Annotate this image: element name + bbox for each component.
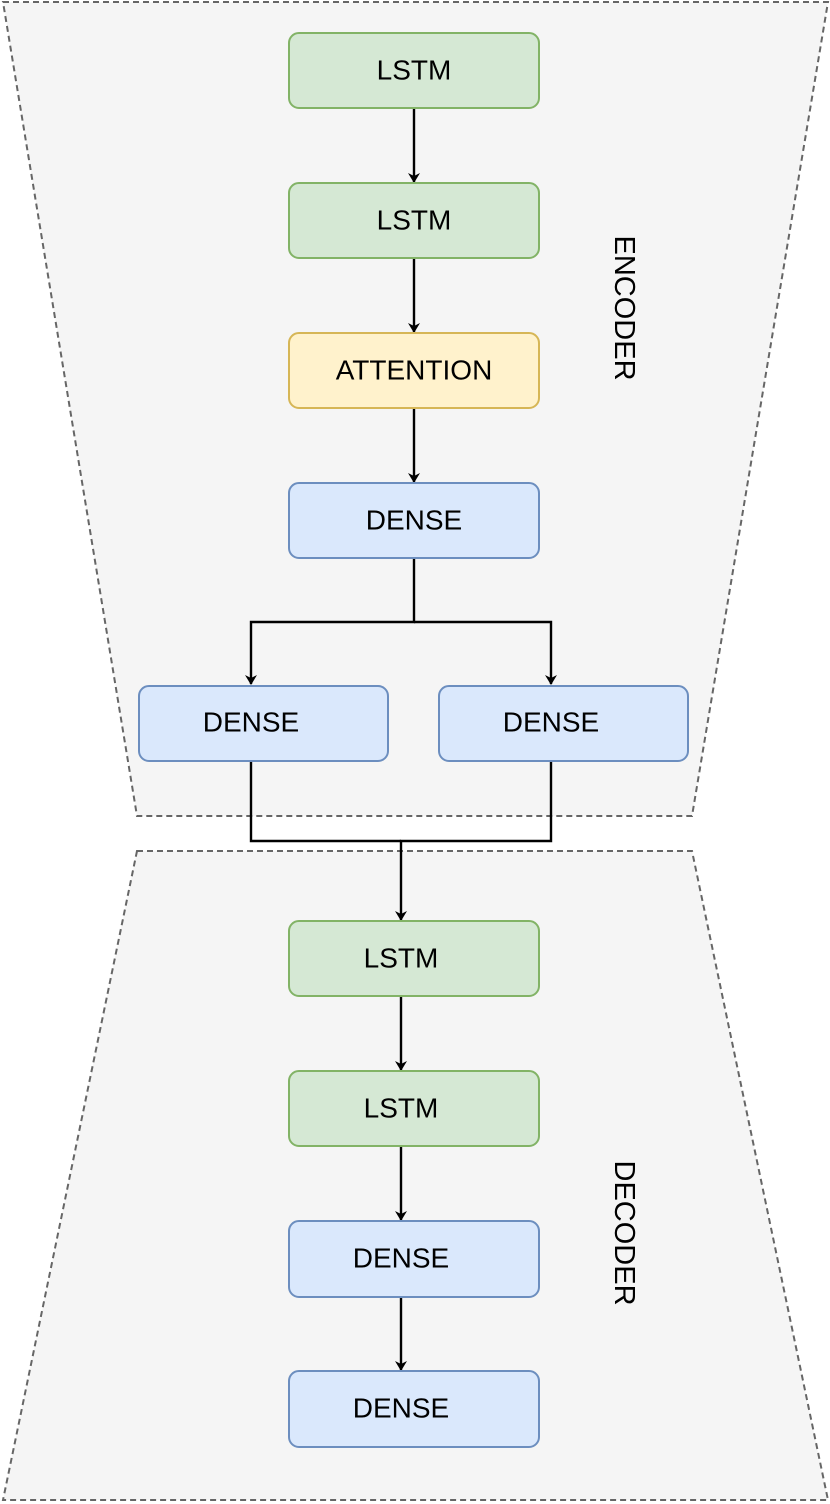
node-label: DENSE <box>203 707 299 738</box>
node-label: LSTM <box>377 55 452 86</box>
encoder-label: ENCODER <box>608 235 640 380</box>
edges <box>245 108 557 1371</box>
node-label: ATTENTION <box>336 355 493 386</box>
node-label: DENSE <box>366 505 462 536</box>
node-enc-dense-right: DENSE <box>438 685 689 762</box>
node-dec-dense-2: DENSE <box>288 1370 540 1448</box>
edge-dense-left-to-dec-lstm <box>249 761 401 843</box>
node-dec-dense-1: DENSE <box>288 1220 540 1298</box>
node-dec-lstm-2: LSTM <box>288 1070 540 1147</box>
node-label: DENSE <box>353 1393 449 1424</box>
node-enc-dense-left: DENSE <box>138 685 389 762</box>
decoder-label: DECODER <box>608 1160 640 1305</box>
node-enc-attention: ATTENTION <box>288 332 540 409</box>
node-enc-dense-1: DENSE <box>288 482 540 559</box>
node-enc-lstm-2: LSTM <box>288 182 540 259</box>
node-enc-lstm-1: LSTM <box>288 32 540 109</box>
edge-dense-to-dense-right <box>414 620 557 685</box>
node-label: LSTM <box>377 205 452 236</box>
node-label: DENSE <box>503 707 599 738</box>
node-dec-lstm-1: LSTM <box>288 920 540 997</box>
node-label: LSTM <box>364 1093 439 1124</box>
decoder-region <box>1 850 830 1501</box>
node-label: LSTM <box>364 943 439 974</box>
edge-dense-to-dense-left <box>245 558 416 685</box>
edge-dense-right-to-dec-lstm <box>395 761 553 921</box>
node-label: DENSE <box>353 1243 449 1274</box>
